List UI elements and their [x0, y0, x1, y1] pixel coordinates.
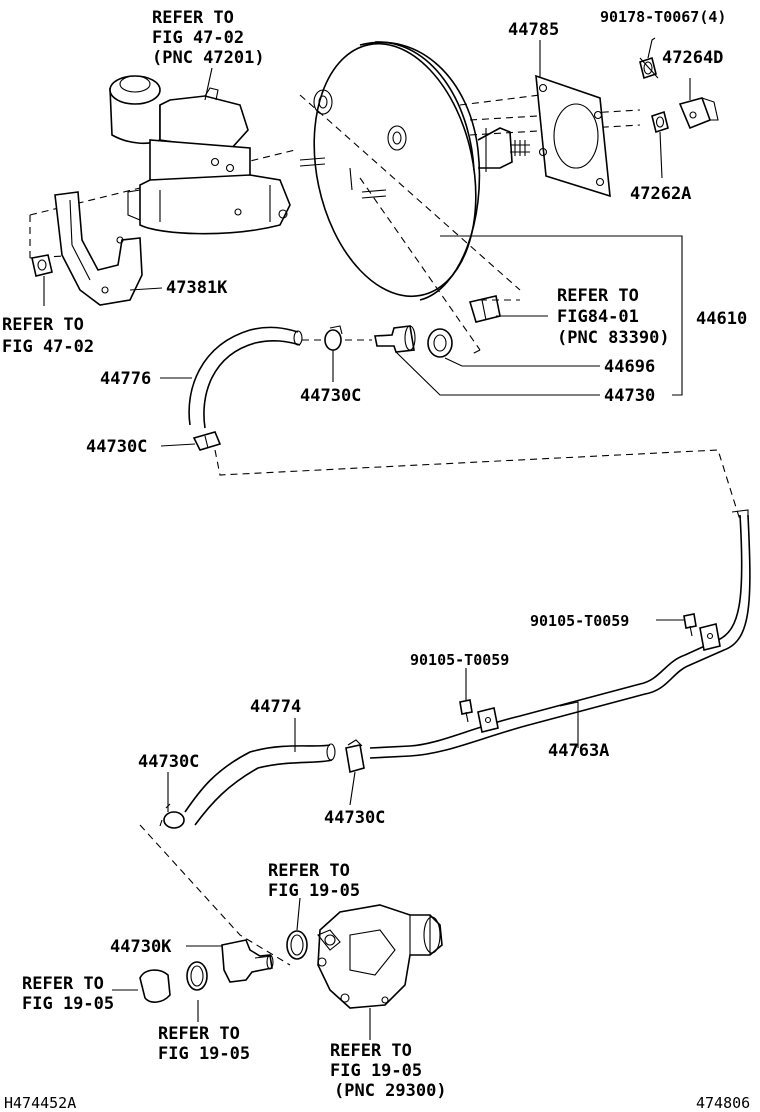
part-label-44730C-upper: 44730C — [300, 386, 361, 406]
vacuum-hose-44776 — [188, 326, 303, 429]
part-label-44730K: 44730K — [110, 937, 172, 957]
part-label-44730C-hose: 44730C — [86, 437, 147, 457]
ref3-line3: (PNC 83390) — [557, 328, 670, 348]
vacuum-hose-44774 — [184, 743, 336, 826]
ref4-line1: REFER TO — [268, 861, 350, 881]
brake-booster — [299, 41, 530, 323]
nut-left — [31, 254, 53, 277]
reference-refer-to-fig84-01: REFER TO FIG84-01 (PNC 83390) — [557, 286, 670, 348]
part-label-47264D: 47264D — [662, 48, 723, 68]
part-label-44730: 44730 — [604, 386, 655, 406]
ref2-line1: REFER TO — [2, 315, 84, 335]
part-label-44776: 44776 — [100, 369, 151, 389]
reference-refer-to-fig-19-05-lower: REFER TO FIG 19-05 — [158, 1024, 250, 1064]
union-44730K — [221, 939, 274, 983]
clamp-44730C-upper — [324, 325, 343, 351]
ref6-line2: FIG 19-05 — [158, 1044, 250, 1064]
clamp-44730C-left — [159, 803, 185, 829]
part-label-44730C-left: 44730C — [138, 752, 199, 772]
ref6-line1: REFER TO — [158, 1024, 240, 1044]
reference-refer-to-fig-47-02-pnc-47201: REFER TO FIG 47-02 (PNC 47201) — [152, 8, 265, 68]
ref4-line2: FIG 19-05 — [268, 881, 360, 901]
gasket-plate — [535, 74, 611, 198]
clamp-44730C-right — [345, 739, 365, 774]
ref1-line3: (PNC 47201) — [152, 48, 265, 68]
part-label-44774: 44774 — [250, 697, 301, 717]
ref1-line1: REFER TO — [152, 8, 234, 28]
union-44730 — [374, 325, 416, 353]
ref7-line3: (PNC 29300) — [334, 1081, 447, 1101]
leader-lines — [43, 37, 691, 1040]
bolt-90105-upper — [683, 613, 697, 637]
cap-ref — [139, 969, 171, 1003]
ref7-line1: REFER TO — [330, 1041, 412, 1061]
reference-refer-to-fig-19-05-oring: REFER TO FIG 19-05 — [268, 861, 360, 901]
bracket-47381K — [54, 191, 143, 306]
clevis-47264D — [678, 97, 719, 130]
part-label-44730C-right: 44730C — [324, 808, 385, 828]
part-label-90178: 90178-T0067(4) — [600, 8, 726, 26]
footer-left-code: H474452A — [4, 1094, 76, 1112]
reference-refer-to-fig-19-05-pnc-29300: REFER TO FIG 19-05 (PNC 29300) — [330, 1041, 447, 1101]
reference-refer-to-fig-47-02-left: REFER TO FIG 47-02 — [2, 315, 94, 357]
vacuum-pipe-44763A — [369, 509, 751, 759]
part-label-44763A: 44763A — [548, 741, 609, 761]
ref5-line2: FIG 19-05 — [22, 994, 114, 1014]
o-ring-lower — [186, 961, 208, 991]
ref2-line2: FIG 47-02 — [2, 337, 94, 357]
ref3-line1: REFER TO — [557, 286, 639, 306]
part-label-90105-upper: 90105-T0059 — [530, 612, 629, 630]
part-label-44610: 44610 — [696, 309, 747, 329]
ref1-line2: FIG 47-02 — [152, 28, 244, 48]
footer-right-code: 474806 — [696, 1094, 750, 1112]
part-label-47381K: 47381K — [166, 278, 228, 298]
vacuum-pump — [317, 904, 443, 1009]
bolt-90105-lower — [459, 699, 473, 723]
ref5-line1: REFER TO — [22, 974, 104, 994]
o-ring-upper — [286, 930, 308, 960]
ref7-line2: FIG 19-05 — [330, 1061, 422, 1081]
part-label-90105-lower: 90105-T0059 — [410, 651, 509, 669]
part-label-44785: 44785 — [508, 20, 559, 40]
reference-refer-to-fig-19-05-cap: REFER TO FIG 19-05 — [22, 974, 114, 1014]
master-cylinder — [109, 75, 291, 235]
part-label-47262A: 47262A — [630, 184, 691, 204]
grommet-44696 — [427, 328, 453, 358]
part-label-44696: 44696 — [604, 357, 655, 377]
nut-47262A — [651, 110, 669, 134]
clamp-44730C-lower — [192, 431, 222, 451]
ref3-line2: FIG84-01 — [557, 307, 639, 327]
